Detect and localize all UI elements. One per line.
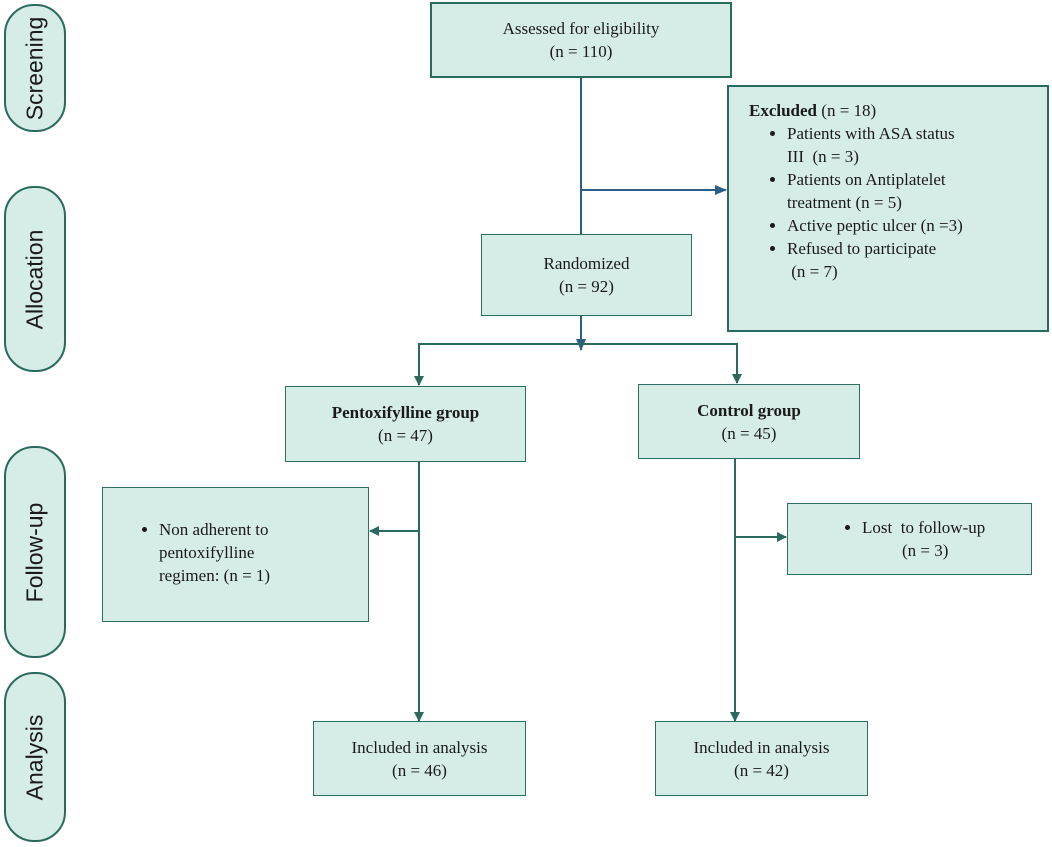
pentoxifylline-box: Pentoxifylline group (n = 47) xyxy=(285,386,526,462)
assessed-count: (n = 110) xyxy=(549,42,613,61)
stage-follow-up: Follow-up xyxy=(4,446,66,658)
analysis-pento-box: Included in analysis (n = 46) xyxy=(313,721,526,796)
non-adherent-item: Non adherent to pentoxifylline regimen: … xyxy=(159,518,360,587)
control-count: (n = 45) xyxy=(721,423,777,443)
assessed-label: Assessed for eligibility xyxy=(502,19,660,38)
control-label: Control group xyxy=(697,400,801,420)
stage-allocation: Allocation xyxy=(4,186,66,372)
randomized-label: Randomized xyxy=(543,254,630,273)
lost-list: Lost to follow-up (n = 3) xyxy=(824,516,1023,562)
analysis-pento-label: Included in analysis xyxy=(351,737,488,757)
pentoxifylline-label: Pentoxifylline group xyxy=(331,403,480,422)
excluded-item: Patients on Antiplatelet treatment (n = … xyxy=(787,168,1037,214)
analysis-control-count: (n = 42) xyxy=(734,760,789,780)
pentoxifylline-count: (n = 47) xyxy=(378,426,433,445)
lost-box: Lost to follow-up (n = 3) xyxy=(787,503,1032,575)
control-box: Control group (n = 45) xyxy=(638,384,860,459)
assessed-box: Assessed for eligibility (n = 110) xyxy=(430,2,732,78)
excluded-item: Refused to participate (n = 7) xyxy=(787,237,1037,283)
randomized-count: (n = 92) xyxy=(559,277,614,296)
lost-item: Lost to follow-up (n = 3) xyxy=(862,516,1023,562)
excluded-title: Excluded xyxy=(749,101,818,120)
excluded-heading: Excluded (n = 18) xyxy=(749,99,1037,122)
analysis-pento-count: (n = 46) xyxy=(392,760,447,780)
stage-screening: Screening xyxy=(4,4,66,132)
excluded-item: Patients with ASA status III (n = 3) xyxy=(787,122,1037,168)
non-adherent-list: Non adherent to pentoxifylline regimen: … xyxy=(121,518,360,587)
stage-analysis: Analysis xyxy=(4,672,66,842)
excluded-box: Excluded (n = 18) Patients with ASA stat… xyxy=(727,85,1049,332)
excluded-list: Patients with ASA status III (n = 3) Pat… xyxy=(749,122,1037,283)
excluded-item: Active peptic ulcer (n =3) xyxy=(787,214,1037,237)
excluded-count: (n = 18) xyxy=(821,101,877,120)
non-adherent-box: Non adherent to pentoxifylline regimen: … xyxy=(102,487,369,622)
analysis-control-label: Included in analysis xyxy=(693,737,830,757)
randomized-box: Randomized (n = 92) xyxy=(481,234,692,316)
analysis-control-box: Included in analysis (n = 42) xyxy=(655,721,868,796)
